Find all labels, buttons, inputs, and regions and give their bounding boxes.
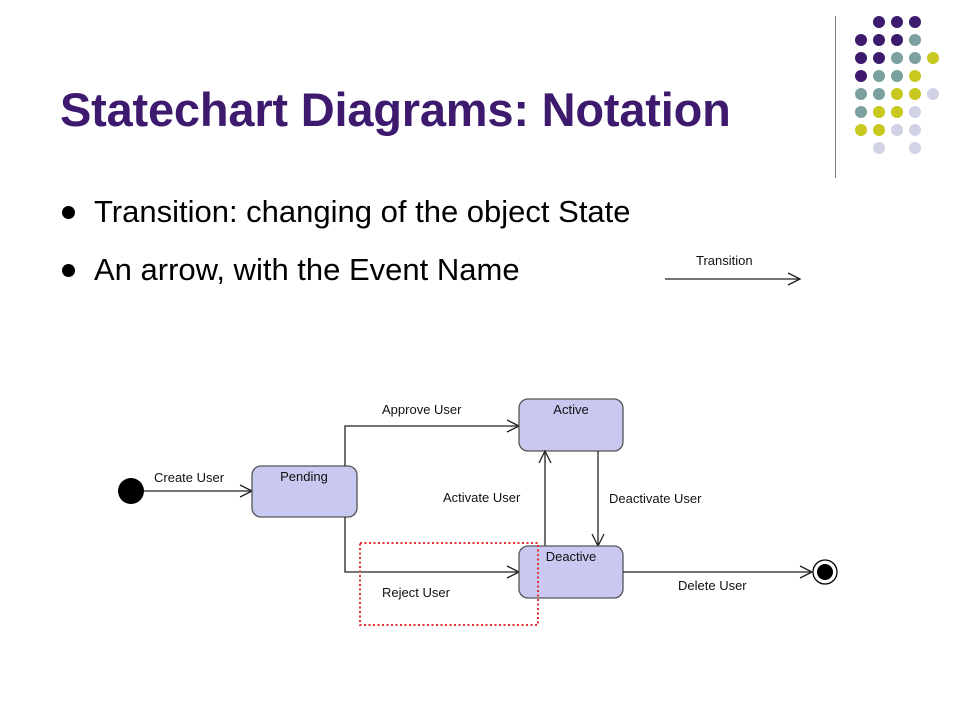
transition-label-create-user: Create User: [154, 470, 225, 485]
bullet-dot-icon: [62, 206, 75, 219]
decorative-dot: [909, 70, 921, 82]
decorative-dot: [873, 52, 885, 64]
decorative-dot: [891, 70, 903, 82]
page-title: Statechart Diagrams: Notation: [60, 83, 731, 136]
decorative-dot: [891, 106, 903, 118]
decorative-dot: [891, 34, 903, 46]
decorative-dot: [873, 88, 885, 100]
initial-state-node: [118, 478, 144, 504]
decorative-dot-grid: [855, 16, 939, 154]
highlight-reject-user-box: [359, 542, 539, 626]
bullet-item-arrow: An arrow, with the Event Name: [62, 250, 631, 308]
bullet-dot-icon: [62, 264, 75, 277]
decorative-dot: [873, 34, 885, 46]
state-pending: [251, 465, 358, 518]
decorative-dot: [855, 124, 867, 136]
transition-approve-user: [344, 426, 519, 466]
bullet-item-transition: Transition: changing of the object State: [62, 192, 631, 250]
transition-label-delete-user: Delete User: [678, 578, 747, 593]
decorative-dot: [855, 52, 867, 64]
decorative-dot: [927, 88, 939, 100]
decorative-dot: [873, 124, 885, 136]
bullet-text: An arrow, with the Event Name: [94, 252, 520, 287]
decorative-dot: [891, 16, 903, 28]
decorative-dot: [891, 52, 903, 64]
decorative-dot: [873, 16, 885, 28]
decorative-dot: [909, 52, 921, 64]
final-state-node: [812, 559, 838, 585]
decorative-dot: [873, 106, 885, 118]
transition-label-activate-user: Activate User: [443, 490, 521, 505]
bullet-text: Transition: changing of the object State: [94, 194, 631, 229]
decorative-dot: [873, 70, 885, 82]
decorative-dot: [891, 88, 903, 100]
state-label-pending: Pending: [280, 469, 328, 484]
legend-transition-label: Transition: [696, 253, 753, 268]
transition-label-approve-user: Approve User: [382, 402, 462, 417]
state-active: [518, 398, 624, 452]
decorative-dot: [909, 106, 921, 118]
decorative-dot: [855, 88, 867, 100]
decorative-dot: [909, 142, 921, 154]
transition-reject-user: [344, 517, 519, 572]
state-label-deactive: Deactive: [546, 549, 597, 564]
decorative-dot: [909, 16, 921, 28]
decorative-dot: [855, 106, 867, 118]
transition-label-deactivate-user: Deactivate User: [609, 491, 702, 506]
decorative-dot: [855, 34, 867, 46]
decorative-dot: [873, 142, 885, 154]
decorative-dot: [909, 124, 921, 136]
decorative-dot: [909, 88, 921, 100]
state-label-active: Active: [553, 402, 588, 417]
transition-label-reject-user: Reject User: [382, 585, 451, 600]
bullet-list: Transition: changing of the object State…: [62, 192, 631, 308]
decorative-dot: [891, 124, 903, 136]
decorative-dot: [927, 52, 939, 64]
decorative-dot: [909, 34, 921, 46]
divider-line: [835, 16, 836, 178]
decorative-dot: [855, 70, 867, 82]
